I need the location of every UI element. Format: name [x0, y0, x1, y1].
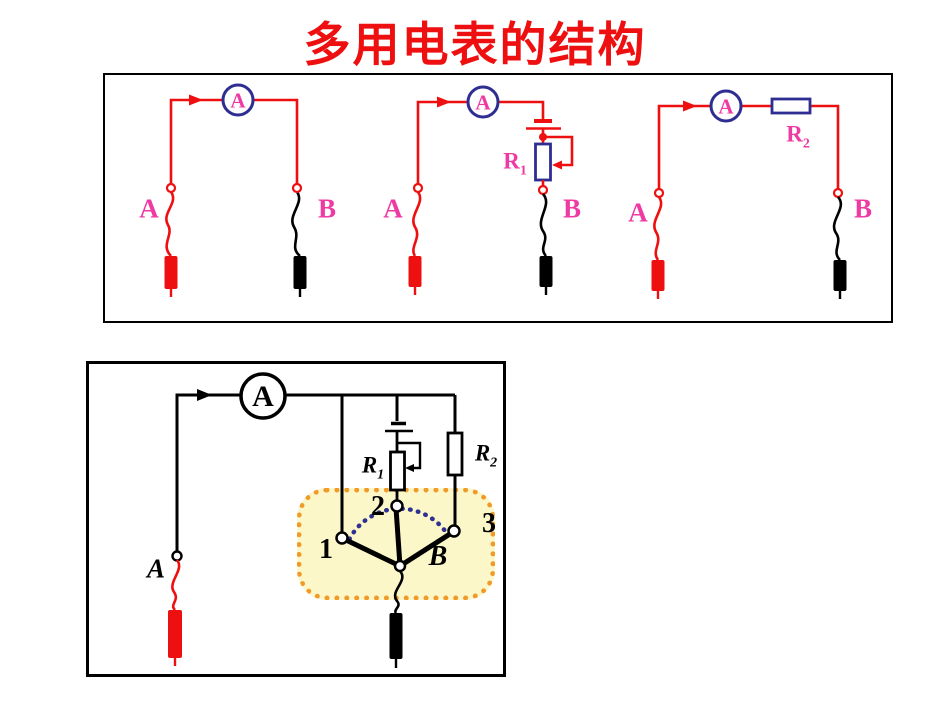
terminal-icon: [653, 187, 665, 199]
black-probe: [293, 256, 307, 289]
selector-arms: [341, 505, 456, 569]
resistor-r2: [446, 431, 464, 477]
current-arrow-icon: [189, 94, 203, 106]
terminal-icon: [165, 182, 177, 194]
resistor-r2-label: R2: [786, 121, 810, 152]
rheostat-r1: [389, 450, 406, 492]
circuit-battery-rheostat: [408, 85, 574, 295]
red-probe: [651, 260, 665, 291]
probe-b-label: B: [562, 193, 582, 224]
contact-1-label: 1: [319, 534, 333, 565]
terminal-icon: [171, 550, 183, 562]
red-probe: [168, 610, 182, 658]
ammeter-label: A: [718, 94, 734, 119]
resistor-r2: [770, 97, 812, 115]
contact-2-label: 2: [371, 491, 385, 522]
contact-3-label: 3: [482, 508, 496, 539]
red-probe: [408, 256, 422, 287]
top-circuits-panel: A A B A R1 A B A R2 A B: [103, 73, 893, 323]
ammeter-icon: [466, 85, 500, 119]
rheostat-r1-label: R1: [361, 452, 385, 483]
terminal-icon: [537, 184, 549, 196]
resistor-r1: [534, 142, 552, 182]
combined-circuit: [168, 372, 464, 668]
circuit-series-resistor: [651, 89, 847, 299]
pivot-b: [393, 559, 407, 573]
pivot-b-label: B: [428, 541, 448, 572]
black-probe: [389, 613, 403, 659]
page-title: 多用电表的结构: [303, 20, 647, 72]
slider-arrow-icon: [405, 464, 414, 472]
ammeter-icon: [239, 372, 287, 420]
terminal-icon: [291, 182, 303, 194]
ammeter-label: A: [252, 380, 274, 413]
current-arrow-icon: [197, 389, 212, 401]
slider-arrow-icon: [552, 160, 562, 170]
terminal-icon: [832, 187, 844, 199]
top-circuits-art: [164, 83, 847, 299]
contact-1: [335, 531, 349, 545]
contact-2: [390, 499, 404, 513]
probe-b-label: B: [853, 193, 873, 224]
black-probe: [833, 260, 847, 291]
ammeter-label: A: [230, 88, 246, 113]
probe-a-label: A: [628, 197, 648, 228]
resistor-r1-label: R1: [503, 148, 527, 179]
circuit-galvanometer: [164, 83, 307, 297]
resistor-r2-label: R2: [474, 440, 498, 471]
probe-a-label: A: [139, 193, 159, 224]
terminal-icon: [412, 182, 424, 194]
current-arrow-icon: [683, 100, 697, 112]
multimeter-circuit-art: [168, 372, 464, 668]
contact-3: [447, 524, 461, 538]
probe-a-label: A: [383, 193, 403, 224]
probe-b-label: B: [317, 193, 337, 224]
ammeter-icon: [709, 89, 743, 123]
current-arrow-icon: [437, 96, 451, 108]
red-probe: [164, 256, 178, 289]
multimeter-circuit-panel: A R1 R2 1 2 3 B A: [86, 361, 506, 677]
ammeter-icon: [221, 83, 255, 117]
ammeter-label: A: [475, 90, 491, 115]
black-probe: [539, 256, 553, 287]
probe-a-label: A: [146, 553, 166, 584]
